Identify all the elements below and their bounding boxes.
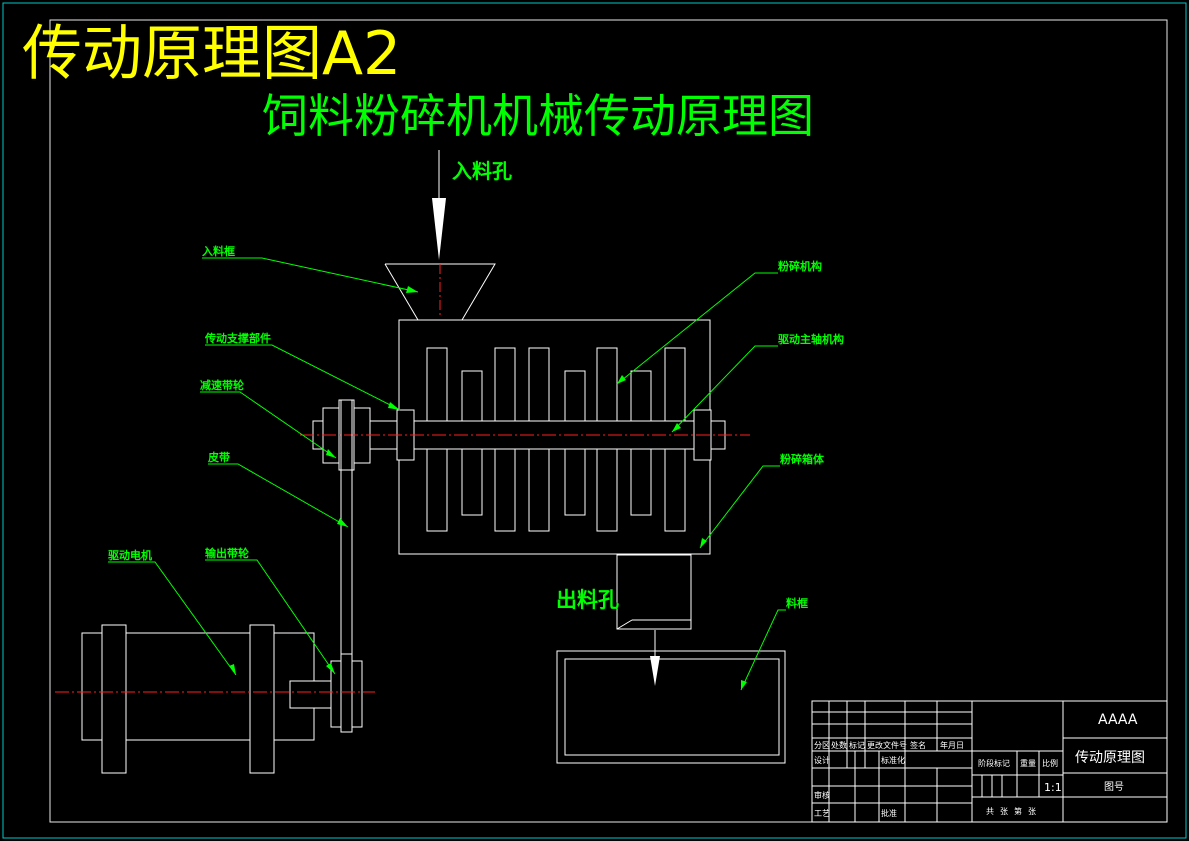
- label-output-pulley: 输出带轮: [205, 546, 249, 560]
- tb-row-standard: 标准化: [881, 755, 905, 765]
- tb-col-doc: 更改文件号: [867, 740, 907, 750]
- tb-weight-label: 重量: [1020, 758, 1036, 768]
- label-bin: 料框: [786, 596, 808, 610]
- tb-name: 传动原理图: [1075, 750, 1145, 766]
- label-inlet-hole: 入料孔: [452, 159, 512, 183]
- tb-row-design: 设计: [814, 755, 830, 765]
- label-housing: 粉碎箱体: [780, 452, 825, 466]
- tb-scale-value: 1:1: [1044, 781, 1062, 794]
- collecting-bin: [556, 650, 786, 764]
- outlet-arrow: [650, 656, 660, 686]
- tb-sheets-di: 第: [1014, 806, 1022, 816]
- tb-sheets-total: 共: [986, 807, 994, 816]
- label-main-shaft: 驱动主轴机构: [778, 332, 844, 346]
- label-reduction-pulley: 减速带轮: [200, 378, 244, 392]
- tb-col-date: 年月日: [940, 740, 964, 750]
- label-support: 传动支撑部件: [204, 331, 271, 345]
- label-motor: 驱动电机: [108, 548, 152, 562]
- drawing-title: 饲料粉碎机机械传动原理图: [262, 89, 814, 143]
- tb-col-mark: 标记: [849, 740, 865, 750]
- tb-row-approve: 批准: [881, 808, 897, 818]
- label-crusher: 粉碎机构: [778, 259, 822, 273]
- inner-frame: [49, 19, 1168, 823]
- tb-sheets-zhang: 张: [1000, 807, 1008, 816]
- inlet-arrow: [432, 150, 446, 260]
- leader-lines: [108, 257, 786, 691]
- tb-code: AAAA: [1098, 712, 1138, 728]
- tb-row-process: 工艺: [814, 809, 830, 818]
- title-block: [811, 700, 1168, 823]
- hopper: [384, 263, 496, 321]
- label-belt: 皮带: [207, 450, 230, 464]
- tb-sheets-zhang2: 张: [1028, 807, 1036, 816]
- label-hopper: 入料框: [202, 244, 235, 258]
- tb-scale-label: 比例: [1042, 758, 1058, 768]
- tb-row-review: 审核: [814, 790, 830, 800]
- tb-col-sign: 签名: [910, 740, 926, 750]
- drive-motor: [81, 624, 363, 774]
- label-outlet-hole: 出料孔: [556, 588, 619, 612]
- tb-col-count: 处数: [831, 740, 847, 750]
- leader-arrowheads: [229, 286, 747, 690]
- tb-stage-label: 阶段标记: [978, 758, 1010, 768]
- tb-drawing-no: 图号: [1104, 781, 1124, 793]
- tb-col-zone: 分区: [814, 741, 830, 750]
- sheet-title: 传动原理图A2: [22, 19, 401, 89]
- outlet-chute: [616, 554, 692, 630]
